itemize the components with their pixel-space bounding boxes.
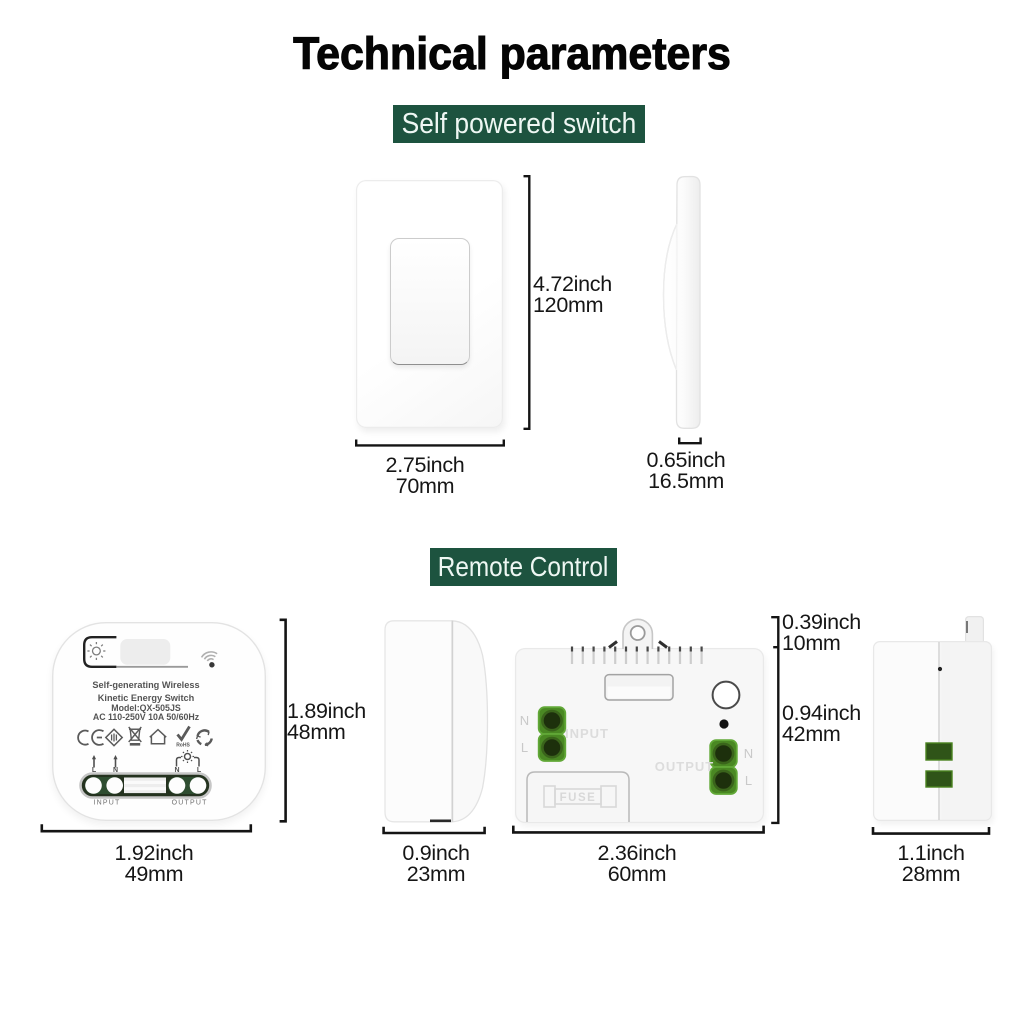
svg-text:N: N <box>113 767 118 774</box>
svg-text:OUTPUT: OUTPUT <box>655 759 714 774</box>
svg-text:L: L <box>92 767 97 774</box>
svg-text:INPUT: INPUT <box>94 800 121 807</box>
svg-text:N: N <box>520 713 529 728</box>
svg-text:OUTPUT: OUTPUT <box>172 800 208 807</box>
svg-text:INPUT: INPUT <box>565 726 609 741</box>
svg-text:L: L <box>745 773 752 788</box>
svg-text:N: N <box>174 767 179 774</box>
svg-text:FUSE: FUSE <box>560 792 597 804</box>
svg-text:RoHS: RoHS <box>176 743 190 749</box>
svg-text:L: L <box>521 740 528 755</box>
svg-text:N: N <box>744 746 753 761</box>
svg-text:L: L <box>197 767 202 774</box>
